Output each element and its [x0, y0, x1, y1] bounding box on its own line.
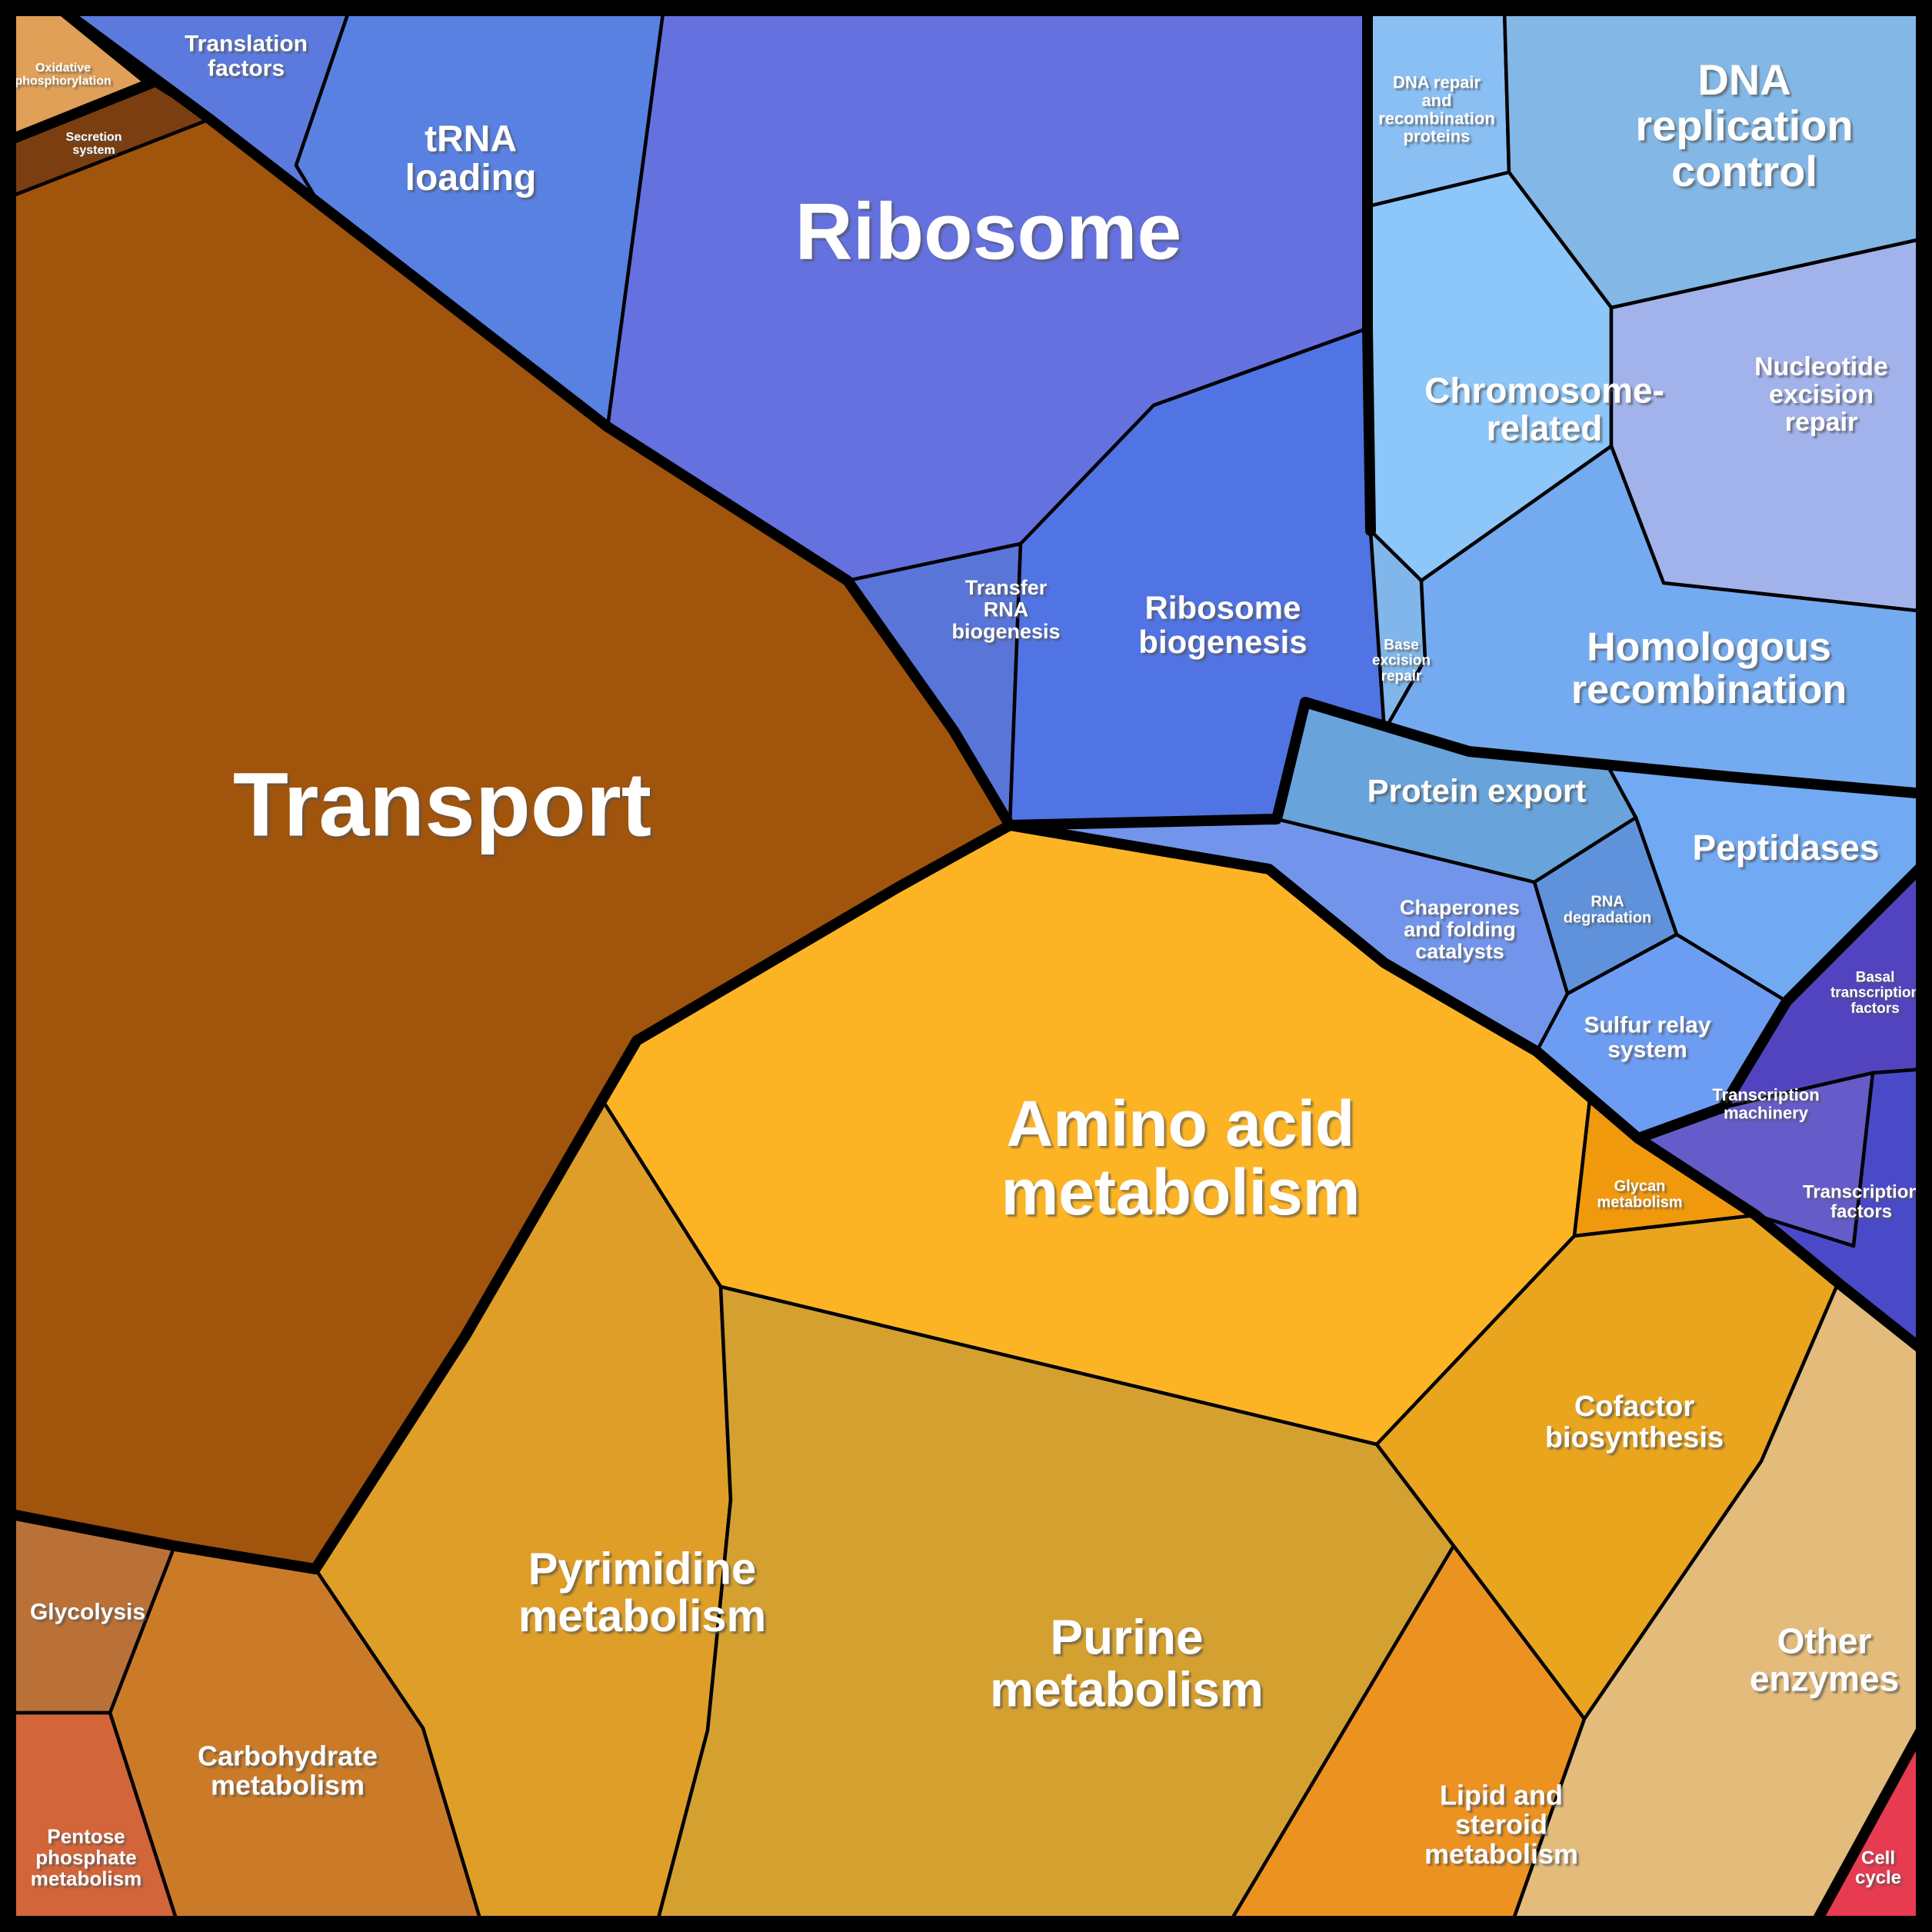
border-otherenzymes-vs-cellcycle — [1811, 1719, 1930, 1927]
border-genetic-vs-folding — [1004, 697, 1930, 831]
border-transport-vs-amino — [310, 820, 1015, 1574]
label-transport: Transport — [233, 754, 651, 855]
label-glycolysis: Glycolysis — [30, 1600, 145, 1625]
border-transport-vs-translation — [52, 1, 1015, 831]
label-ribosome: Ribosome — [795, 187, 1182, 276]
label-peptidases: Peptidases — [1693, 828, 1880, 868]
border-blue-vs-yellow — [1004, 820, 1930, 1357]
border-transport-vs-carbs — [2, 1508, 321, 1574]
treemap-cells — [5, 5, 1927, 1924]
border-folding-vs-transcription — [1633, 858, 1930, 1144]
label-protein-export: Protein export — [1367, 773, 1587, 809]
border-oxphos-vs-translation — [2, 1, 157, 146]
label-chromosome-related: Chromosome-related — [1424, 371, 1664, 448]
border-ribosome-vs-dna — [1362, 2, 1376, 536]
